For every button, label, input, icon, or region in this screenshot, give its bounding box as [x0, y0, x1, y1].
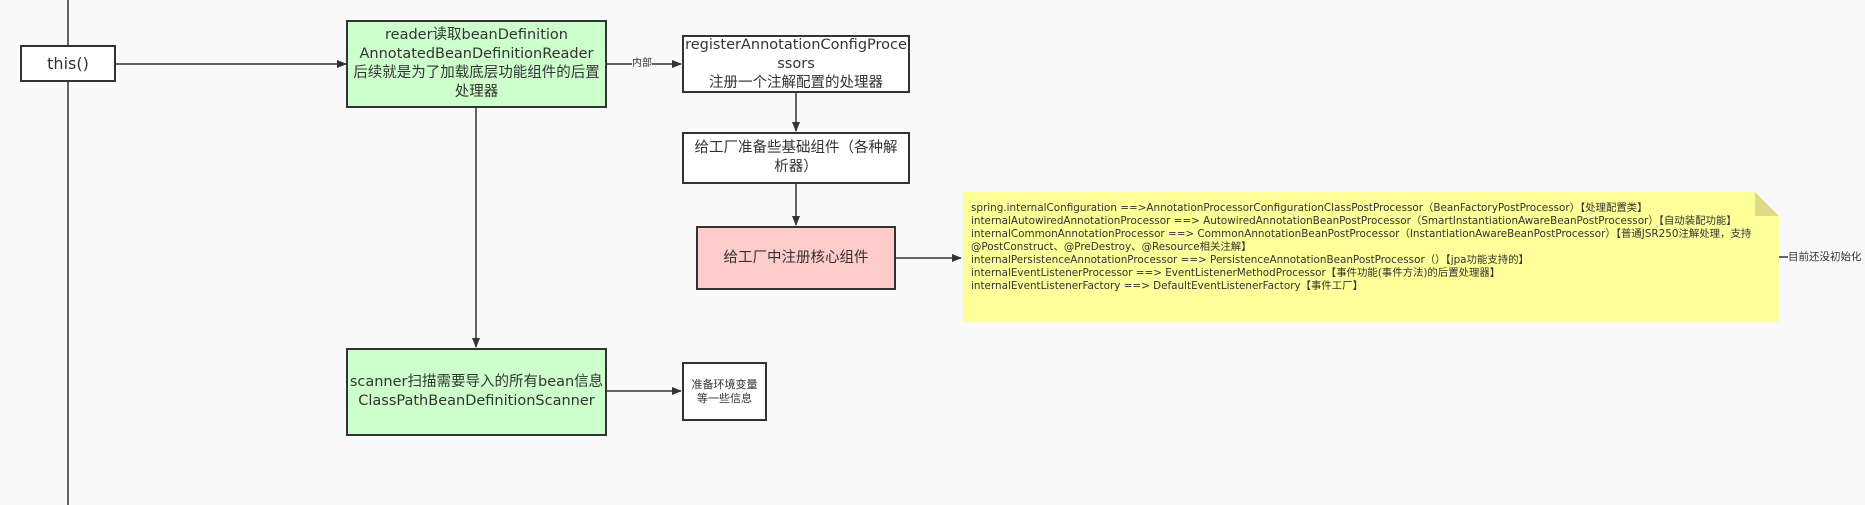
node-register-line-1: registerAnnotationConfigProce: [685, 36, 907, 53]
node-env-line-1: 准备环境变量: [691, 377, 758, 391]
node-core-components: 给工厂中注册核心组件: [696, 226, 896, 290]
node-reader: reader读取beanDefinition AnnotatedBeanDefi…: [346, 20, 607, 108]
note-line-3: internalCommonAnnotationProcessor ==> Co…: [971, 228, 1752, 240]
node-reader-line-4: 处理器: [454, 84, 499, 100]
node-register-line-2: ssors: [777, 55, 815, 72]
node-register: registerAnnotationConfigProce ssors 注册一个…: [682, 35, 910, 93]
note-line-4: @PostConstruct、@PreDestroy、@Resource相关注解…: [971, 241, 1252, 253]
node-core-label: 给工厂中注册核心组件: [723, 249, 869, 266]
node-reader-line-2: AnnotatedBeanDefinitionReader: [359, 46, 594, 62]
node-reader-line-3: 后续就是为了加载底层功能组件的后置: [353, 65, 600, 81]
node-scanner: scanner扫描需要导入的所有bean信息 ClassPathBeanDefi…: [346, 348, 607, 436]
note-line-5: internalPersistenceAnnotationProcessor =…: [971, 254, 1529, 266]
note-line-2: internalAutowiredAnnotationProcessor ==>…: [971, 215, 1737, 227]
node-scanner-line-2: ClassPathBeanDefinitionScanner: [358, 393, 595, 409]
note-line-7: internalEventListenerFactory ==> Default…: [971, 280, 1363, 292]
note-line-6: internalEventListenerProcessor ==> Event…: [971, 267, 1501, 279]
note-fold-corner: [1755, 192, 1779, 216]
sticky-note-processors: spring.internalConfiguration ==>Annotati…: [963, 192, 1779, 322]
node-register-line-3: 注册一个注解配置的处理器: [709, 74, 883, 91]
node-this-label: this(): [47, 54, 89, 73]
edge-label-internal: 内部: [632, 58, 652, 70]
node-this: this(): [20, 45, 116, 82]
node-scanner-line-1: scanner扫描需要导入的所有bean信息: [349, 374, 604, 390]
node-env: 准备环境变量 等一些信息: [682, 362, 767, 421]
node-prepare-components: 给工厂准备些基础组件（各种解 析器）: [682, 132, 910, 184]
node-prepare-line-1: 给工厂准备些基础组件（各种解: [694, 140, 898, 156]
node-reader-line-1: reader读取beanDefinition: [385, 27, 568, 43]
note-line-1: spring.internalConfiguration ==>Annotati…: [971, 202, 1648, 214]
edge-label-not-initialized: 目前还没初始化: [1788, 251, 1862, 263]
node-env-line-2: 等一些信息: [697, 391, 752, 405]
node-prepare-line-2: 析器）: [774, 159, 818, 175]
